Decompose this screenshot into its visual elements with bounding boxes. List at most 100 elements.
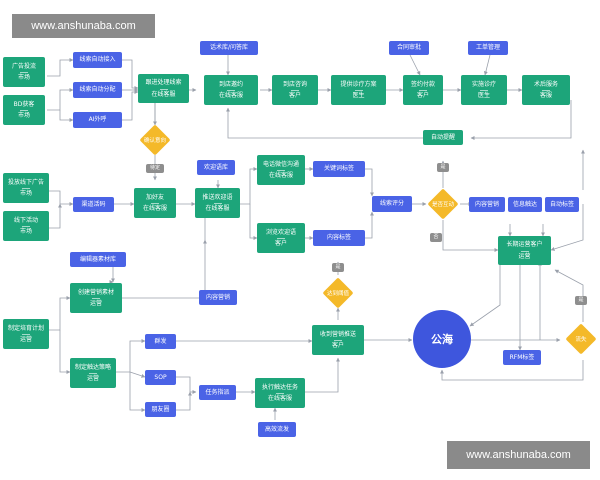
node-divider (542, 90, 550, 91)
node-divider (89, 373, 97, 374)
node-execute-task: 执行触达任务 在线客服 (255, 378, 305, 408)
decision-confirm-intent: 确认意向 (139, 124, 171, 156)
node-editor-library: 编辑器素材库 (70, 252, 126, 267)
node-label: 到店咨询 (282, 80, 307, 88)
node-divider (151, 203, 159, 204)
node-content-marketing: 内容营销 (199, 290, 237, 305)
node-keyword-tags: 关键词标签 (313, 161, 365, 177)
node-offline-events: 线下活动 市场 (3, 211, 49, 241)
node-arrival-consult: 到店咨询 客户 (272, 75, 318, 105)
node-label: 浏览欢迎语 (265, 228, 296, 236)
node-label: 群发 (154, 337, 167, 345)
node-label: 线索评分 (379, 200, 404, 208)
node-phone-wechat: 电话微信沟通 在线客服 (257, 155, 305, 185)
node-label: 术后服务 (533, 80, 558, 88)
node-ai-outbound: AI外呼 (73, 112, 122, 128)
node-label: 线索自动分配 (79, 86, 116, 94)
node-contract-review: 合同审批 (389, 41, 429, 55)
node-group-send: 群发 (145, 334, 176, 349)
node-role: 市场 (17, 112, 30, 119)
node-divider (227, 90, 235, 91)
node-nurture-plan: 制定培育计划 运营 (3, 319, 49, 349)
node-content-marketing-tag: 内容营销 (469, 197, 505, 212)
node-divider (92, 298, 100, 299)
node-role: 运营 (518, 252, 531, 260)
node-divider (520, 250, 529, 252)
node-role: 运营 (19, 336, 32, 343)
node-divider (22, 188, 30, 189)
node-label: 朋友圈 (151, 405, 170, 413)
public-pool-label: 公海 (431, 333, 453, 346)
node-divider (334, 340, 342, 341)
node-role: 市场 (19, 228, 32, 235)
watermark-bottom-right: www.anshunaba.com (447, 441, 590, 469)
node-label: 关键词标签 (323, 165, 354, 173)
node-offline-ads: 投放线下广告 市场 (3, 173, 49, 203)
decision-whether-interact: 是否互动 (427, 188, 459, 220)
decision-label: 流失 (575, 337, 587, 343)
node-divider (22, 226, 30, 227)
node-script-library-top: 话术库/问答库 (200, 41, 258, 55)
edge-label-no-mid: 否 (430, 233, 442, 242)
node-label: 提供诊疗方案 (340, 80, 377, 88)
node-role: 客户 (331, 342, 344, 349)
node-label: 实施诊疗 (471, 80, 496, 88)
node-send-welcome: 推送欢迎语 在线客服 (195, 188, 240, 218)
node-label: BD获客 (13, 100, 35, 108)
node-add-friend: 加好友 在线客服 (134, 188, 176, 218)
node-postop-service: 术后服务 客服 (522, 75, 570, 105)
node-label: 跟进处理线索 (145, 79, 182, 86)
node-reach-strategy: 制定触达策略 运营 (70, 358, 116, 388)
node-divider (291, 90, 299, 91)
node-sop: SOP (145, 370, 176, 385)
node-divider (419, 90, 427, 91)
node-label: 合同审批 (396, 44, 421, 52)
node-role: 客服 (539, 92, 552, 99)
node-label: 广告投流 (11, 62, 36, 70)
node-role: 市场 (17, 74, 30, 81)
node-long-term-ops: 长期运营客户 运营 (498, 236, 551, 265)
node-role: 在线客服 (205, 205, 230, 212)
node-role: 在线客服 (267, 395, 292, 402)
edge-label-text: 是 (335, 264, 341, 271)
node-label: 内容营销 (205, 293, 230, 301)
node-role: 运营 (89, 300, 102, 307)
node-perform-treatment: 实施诊疗 医生 (461, 75, 507, 105)
node-label: 线索自动接入 (79, 56, 116, 64)
node-label: 长期运营客户 (506, 241, 543, 248)
node-label: 内容营销 (474, 200, 499, 208)
node-channel-qr: 渠道活码 (73, 197, 114, 212)
edge-label-text: 是 (578, 297, 584, 304)
node-receive-marketing: 收到营销推送 客户 (312, 325, 364, 355)
decision-label: 达到阈值 (326, 291, 349, 297)
decision-label: 确认意向 (143, 138, 166, 144)
node-divider (22, 334, 30, 335)
node-label: AI外呼 (88, 116, 107, 124)
edge-label-pending: 待定 (146, 164, 164, 173)
node-efficient-send: 高效流发 (258, 422, 296, 437)
node-followup-lead: 跟进处理线索 在线客服 (138, 74, 189, 103)
node-label: RFM标签 (509, 353, 535, 361)
node-label: 欢迎语库 (203, 163, 228, 171)
node-label: 执行触达任务 (261, 383, 298, 391)
node-label: 签约付款 (410, 80, 435, 88)
decision-label: 是否互动 (431, 202, 454, 208)
node-label: 工单管理 (475, 44, 500, 52)
node-divider (20, 72, 28, 73)
node-divider (277, 238, 285, 239)
edge-label-yes-mid: 是 (332, 263, 344, 272)
node-create-material: 创建营销素材 运营 (70, 283, 122, 313)
node-label: 内容标签 (326, 234, 351, 242)
node-label: 高效流发 (264, 425, 289, 433)
edge-label-text: 待定 (149, 165, 160, 172)
node-content-tags: 内容标签 (313, 230, 365, 246)
node-role: 运营 (86, 375, 99, 382)
node-label: 自动标签 (549, 200, 574, 208)
node-label: 话术库/问答库 (209, 44, 249, 52)
decision-reach-threshold: 达到阈值 (322, 277, 354, 309)
node-label: 编辑器素材库 (79, 255, 116, 263)
node-label: 创建营销素材 (77, 288, 114, 296)
node-role: 医生 (352, 92, 365, 99)
node-role: 客户 (274, 240, 287, 247)
edge-label-yes-top: 是 (437, 163, 449, 172)
